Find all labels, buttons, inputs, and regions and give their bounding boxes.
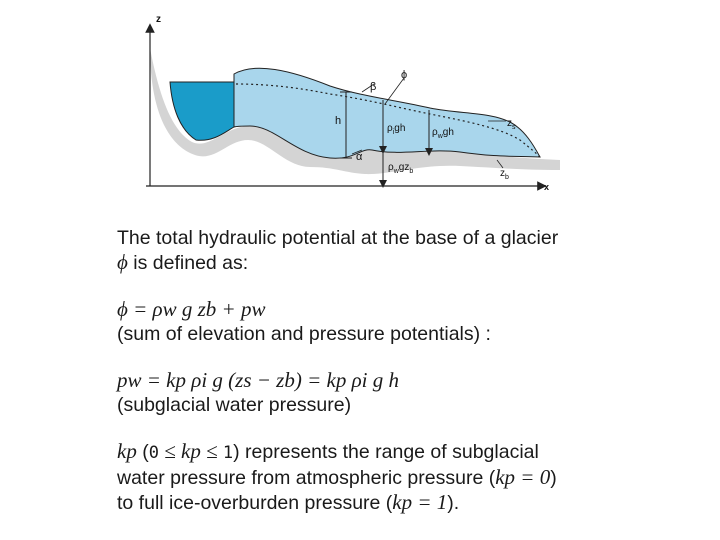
kp-paragraph: kp (0 ≤ kp ≤ 1) represents the range of … — [117, 439, 707, 515]
equation-2-formula: pw = kp ρi g (zs − zb) = kp ρi g h — [117, 368, 399, 392]
kp-symbol: kp — [117, 439, 137, 463]
intro-phi: ϕ — [117, 250, 128, 274]
explanation-text: The total hydraulic potential at the bas… — [117, 226, 707, 515]
kp-desc1: represents the range of subglacial — [240, 441, 539, 463]
kp-range-one: 1 — [223, 443, 233, 463]
intro-line2: is defined as: — [128, 252, 248, 274]
glacier-diagram: z x h β ϕ α ρigh ρwgh ρwgzb zs zb — [0, 0, 720, 215]
x-axis-label: x — [544, 182, 549, 192]
kp-eq0: kp = 0 — [495, 465, 550, 489]
kp-range-open: ( — [137, 441, 149, 463]
equation-2: pw = kp ρi g (zs − zb) = kp ρi g h (subg… — [117, 368, 707, 417]
equation-1-note: (sum of elevation and pressure potential… — [117, 323, 491, 345]
zb-label: zb — [500, 168, 509, 181]
kp-eq1: kp = 1 — [392, 490, 447, 514]
h-label: h — [335, 115, 341, 127]
kp-desc3-end: ). — [447, 492, 459, 514]
equation-1: ϕ = ρw g zb + pw (sum of elevation and p… — [117, 297, 707, 346]
alpha-label: α — [356, 151, 363, 163]
phi-label: ϕ — [401, 69, 407, 81]
kp-desc3: to full ice-overburden pressure ( — [117, 492, 392, 514]
beta-label: β — [370, 81, 376, 93]
equation-2-note: (subglacial water pressure) — [117, 394, 351, 416]
intro-line1: The total hydraulic potential at the bas… — [117, 227, 558, 249]
kp-range-sym: kp — [181, 439, 201, 463]
kp-desc2-end: ) — [550, 467, 557, 489]
kp-range-zero: 0 — [149, 443, 159, 463]
kp-desc2: water pressure from atmospheric pressure… — [117, 467, 495, 489]
equation-1-formula: ϕ = ρw g zb + pw — [117, 297, 265, 321]
intro-paragraph: The total hydraulic potential at the bas… — [117, 226, 707, 275]
kp-range-le2: ≤ — [201, 439, 223, 463]
kp-range-le1: ≤ — [159, 439, 181, 463]
z-axis-label: z — [156, 14, 161, 25]
